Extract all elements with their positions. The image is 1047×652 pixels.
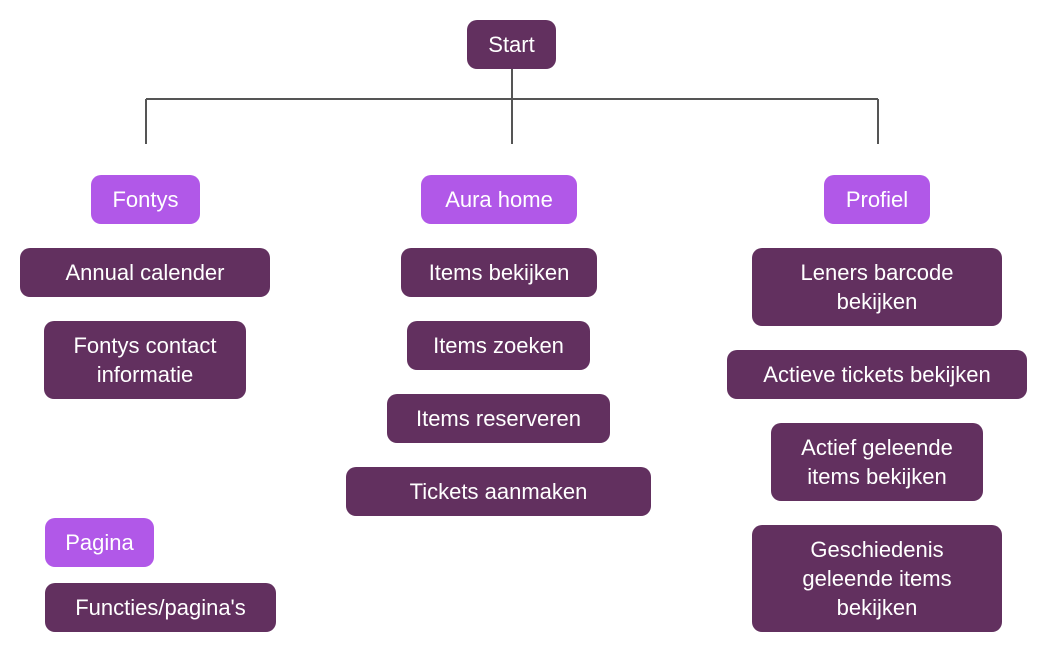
header-fontys: Fontys xyxy=(91,175,200,224)
item-actief-geleende-items-bekijken: Actief geleende items bekijken xyxy=(771,423,983,501)
item-leners-barcode-bekijken: Leners barcode bekijken xyxy=(752,248,1002,326)
start-node: Start xyxy=(467,20,556,69)
header-profiel: Profiel xyxy=(824,175,930,224)
item-items-zoeken: Items zoeken xyxy=(407,321,590,370)
item-geschiedenis-geleende-items-bekijken: Geschiedenis geleende items bekijken xyxy=(752,525,1002,632)
item-annual-calender: Annual calender xyxy=(20,248,270,297)
header-aura-home: Aura home xyxy=(421,175,577,224)
legend-pagina: Pagina xyxy=(45,518,154,567)
item-fontys-contact-informatie: Fontys contact informatie xyxy=(44,321,246,399)
legend-functies-paginas: Functies/pagina's xyxy=(45,583,276,632)
item-items-bekijken: Items bekijken xyxy=(401,248,597,297)
item-tickets-aanmaken: Tickets aanmaken xyxy=(346,467,651,516)
item-actieve-tickets-bekijken: Actieve tickets bekijken xyxy=(727,350,1027,399)
item-items-reserveren: Items reserveren xyxy=(387,394,610,443)
